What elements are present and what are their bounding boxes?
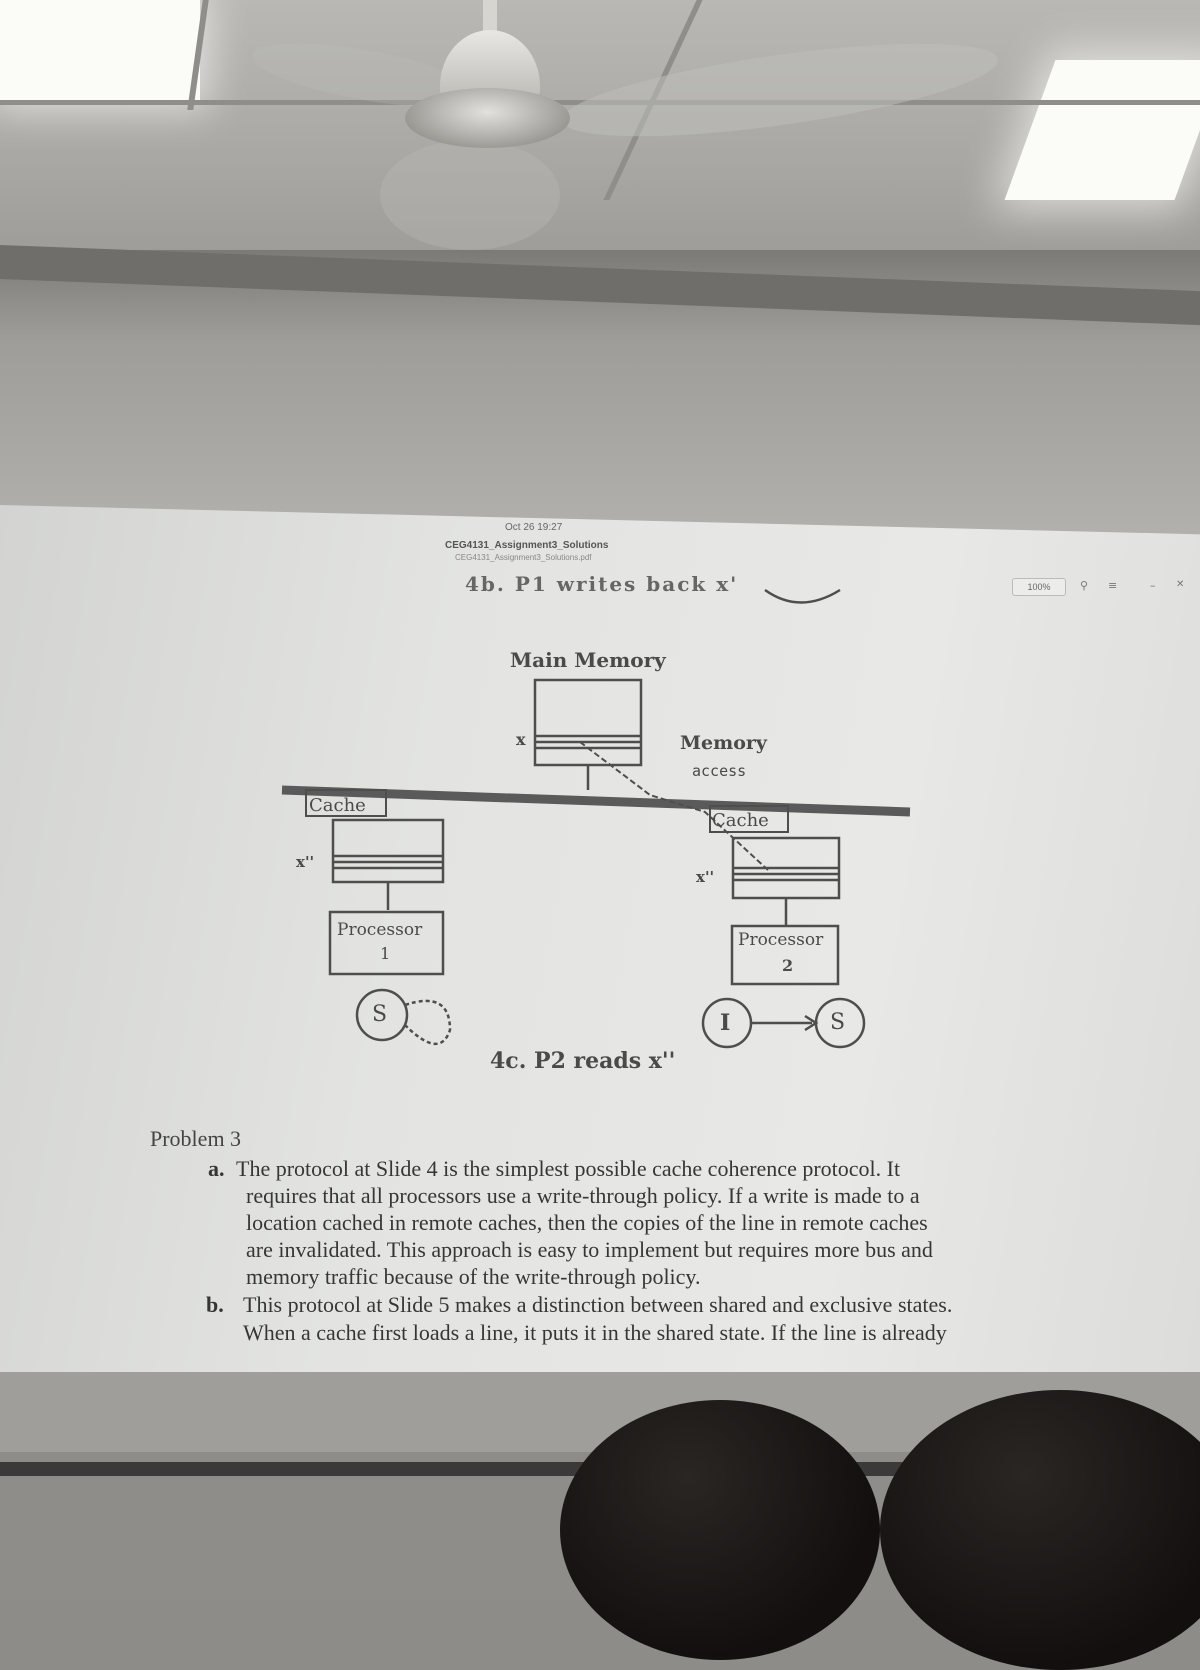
problem-heading: Problem 3 (150, 1126, 242, 1151)
cache-box-left (331, 818, 445, 884)
clock: Oct 26 19:27 (505, 522, 563, 533)
state-circle-partial (764, 588, 841, 604)
ceiling-light-left (0, 0, 200, 100)
item-a-line-3: location cached in remote caches, then t… (246, 1210, 928, 1235)
close-icon[interactable]: ✕ (1176, 579, 1185, 590)
item-b-marker: b. (206, 1292, 224, 1317)
access-label: access (692, 762, 747, 780)
cache-coherence-diagram (281, 588, 911, 1049)
item-a-line-5: memory traffic because of the write-thro… (246, 1264, 701, 1289)
main-memory-label: Main Memory (510, 648, 666, 672)
cache-label-right: Cache (712, 810, 769, 831)
memory-x-label: x (516, 730, 526, 749)
audience-head-left (560, 1400, 880, 1660)
item-b-line-1: This protocol at Slide 5 makes a distinc… (243, 1292, 953, 1317)
x-label-left: x'' (296, 853, 315, 871)
item-a-line-4: are invalidated. This approach is easy t… (246, 1237, 933, 1262)
fan-motor (405, 88, 570, 148)
minimize-icon[interactable]: – (1150, 579, 1156, 592)
state-s-p2: S (830, 1010, 846, 1035)
processor-number-right: 2 (782, 956, 794, 975)
processor-label-left: Processor (337, 920, 423, 940)
menu-icon[interactable]: ≡ (1108, 579, 1118, 592)
state-circle-p1 (355, 988, 409, 1042)
system-bus (281, 785, 911, 817)
caption-p2-reads: 4c. P2 reads x'' (490, 1048, 676, 1074)
processor-box-right (730, 924, 840, 986)
item-b-line-2: When a cache first loads a line, it puts… (243, 1320, 947, 1345)
search-icon[interactable]: ⚲ (1080, 579, 1089, 592)
memory-access-label: Memory (680, 732, 767, 754)
processor-number-left: 1 (380, 944, 391, 963)
processor-box-left (328, 910, 445, 976)
cache-label-left: Cache (309, 795, 366, 816)
cache-label-box-right (709, 805, 789, 833)
caption-writes-back: 4b. P1 writes back x' (465, 572, 739, 596)
fan-blade-bottom (380, 140, 560, 250)
x-label-right: x'' (696, 868, 715, 886)
document-title: CEG4131_Assignment3_Solutions (445, 540, 609, 551)
item-a-line-1: The protocol at Slide 4 is the simplest … (236, 1156, 901, 1181)
self-loop-arrow (404, 999, 452, 1046)
processor-label-right: Processor (738, 930, 824, 950)
cache-label-box-left (305, 789, 387, 817)
item-a-marker: a. (208, 1156, 225, 1181)
state-i-p2: I (720, 1010, 731, 1036)
document-filename: CEG4131_Assignment3_Solutions.pdf (455, 553, 592, 562)
item-a-line-2: requires that all processors use a write… (246, 1183, 920, 1208)
main-memory-box (533, 678, 643, 767)
zoom-select[interactable]: 100% (1012, 578, 1066, 596)
state-s-p1: S (372, 1002, 388, 1027)
